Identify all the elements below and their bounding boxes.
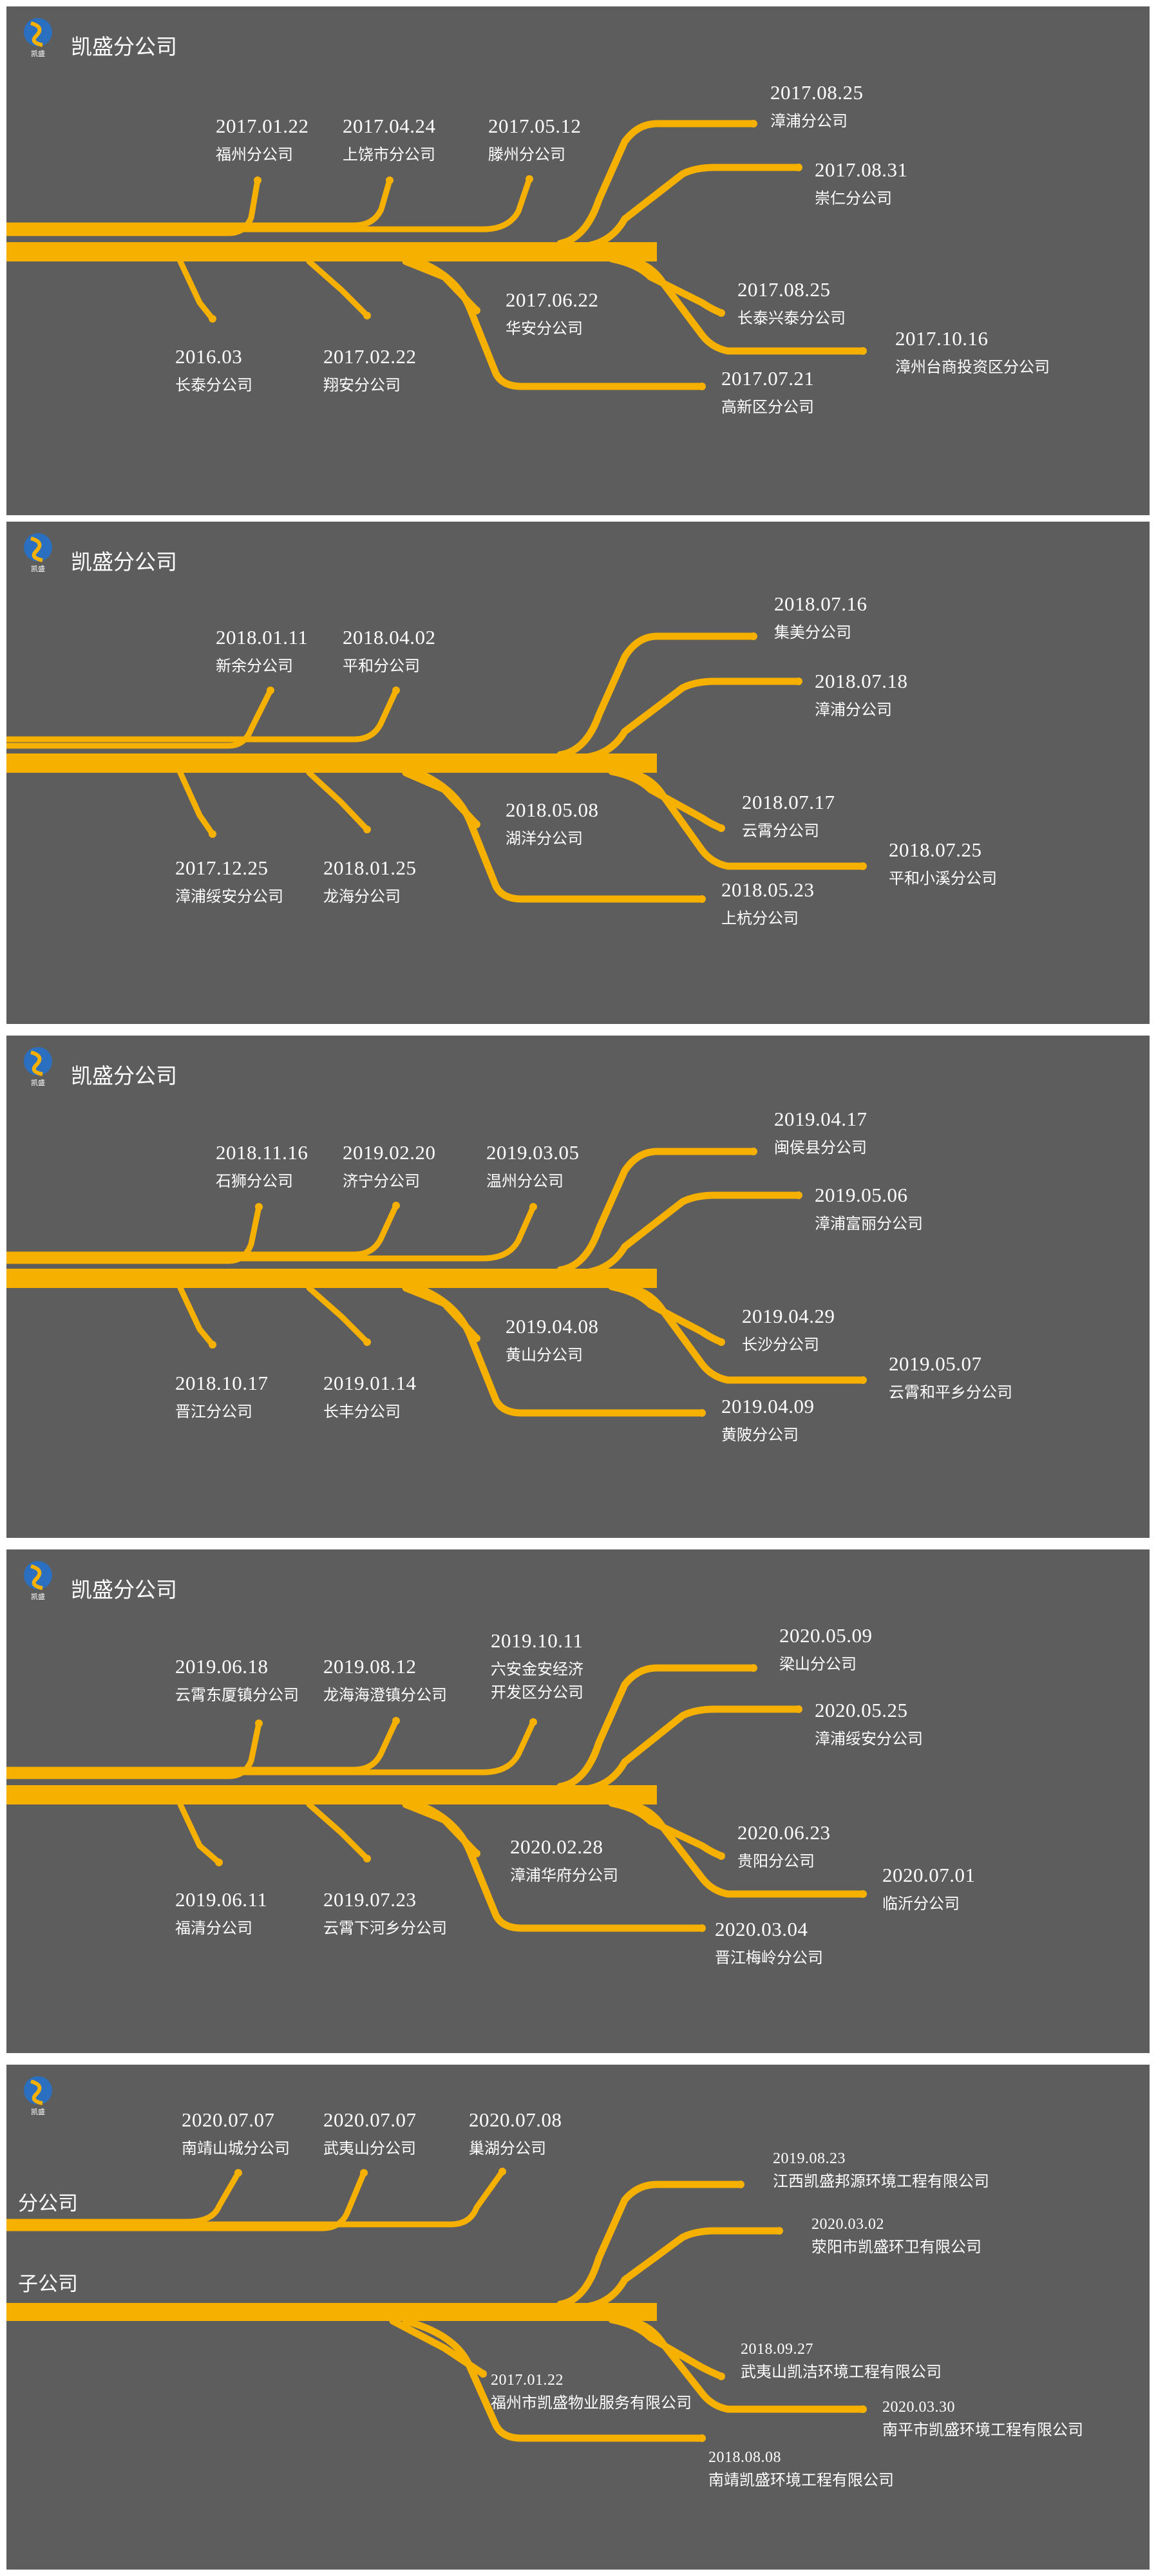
company-logo: 凯盛: [19, 1045, 57, 1087]
company-logo: 凯盛: [19, 2074, 57, 2116]
slide-title: 凯盛分公司: [71, 1578, 177, 1602]
subsidiary-label: 子公司: [18, 2273, 78, 2295]
timeline-lines: [6, 1148, 867, 1417]
slide-title: 凯盛分公司: [71, 1064, 177, 1088]
timeline-lines: [6, 1664, 867, 1932]
svg-text:凯盛: 凯盛: [31, 564, 45, 573]
svg-text:凯盛: 凯盛: [31, 49, 45, 58]
slide-title: 凯盛分公司: [71, 550, 177, 574]
company-logo: 凯盛: [19, 1558, 57, 1601]
timeline-lines: [6, 2168, 867, 2442]
branch-office-label: 分公司: [18, 2192, 78, 2215]
svg-text:凯盛: 凯盛: [31, 1592, 45, 1601]
company-logo: 凯盛: [19, 15, 57, 58]
svg-text:凯盛: 凯盛: [31, 2107, 45, 2116]
svg-text:凯盛: 凯盛: [31, 1078, 45, 1087]
slide-title: 凯盛分公司: [71, 35, 177, 59]
timeline-lines: [6, 120, 867, 390]
company-logo: 凯盛: [19, 531, 57, 573]
timeline-lines: [6, 632, 867, 903]
